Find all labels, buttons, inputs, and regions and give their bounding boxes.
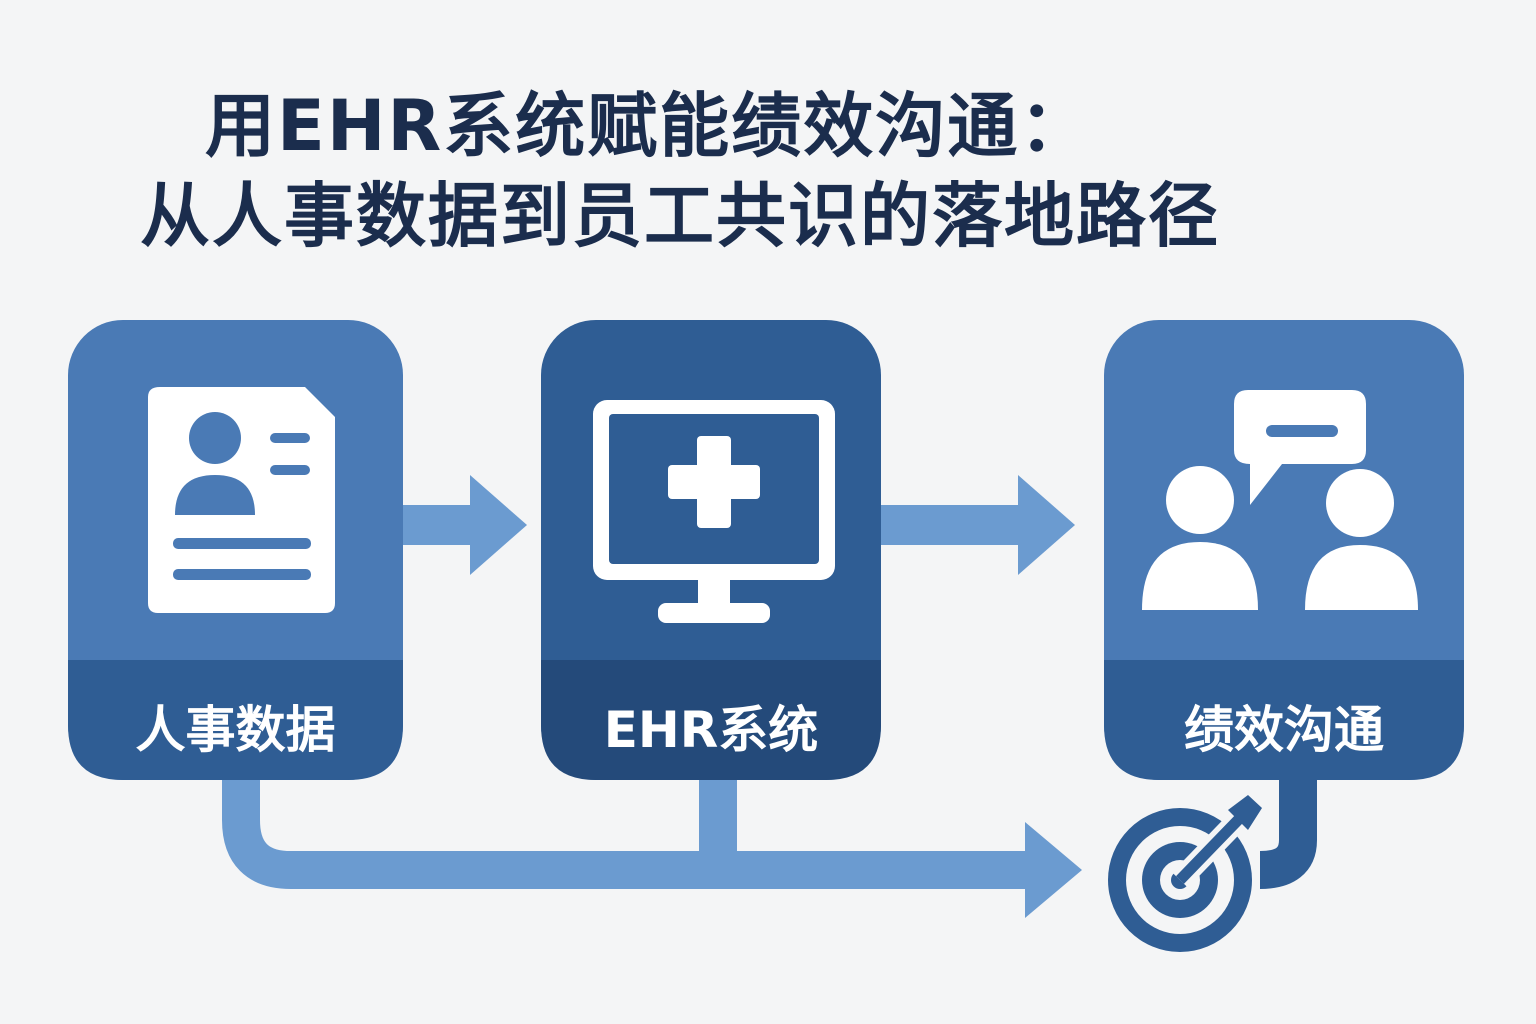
arrow-data-to-ehr bbox=[400, 475, 527, 575]
people-chat-icon bbox=[1142, 390, 1418, 610]
step-box-performance-communication bbox=[1104, 320, 1464, 780]
bottom-connector-arrow bbox=[222, 770, 1040, 889]
step-box-ehr-system bbox=[541, 320, 881, 780]
arrow-ehr-to-communication bbox=[878, 475, 1075, 575]
goal-connector bbox=[1259, 770, 1317, 889]
title-line-2: 从人事数据到员工共识的落地路径 bbox=[140, 175, 1220, 257]
employee-profile-document-icon bbox=[148, 387, 335, 613]
target-arrow-icon bbox=[1108, 795, 1262, 952]
title-line-1: 用EHR系统赋能绩效沟通： bbox=[205, 85, 1092, 167]
step-label-ehr-system: EHR系统 bbox=[603, 701, 819, 759]
step-label-hr-data: 人事数据 bbox=[135, 701, 336, 759]
bottom-arrowhead bbox=[1025, 822, 1082, 918]
monitor-plus-icon bbox=[593, 400, 835, 623]
step-label-performance-communication: 绩效沟通 bbox=[1184, 701, 1384, 759]
step-box-hr-data bbox=[68, 320, 403, 780]
